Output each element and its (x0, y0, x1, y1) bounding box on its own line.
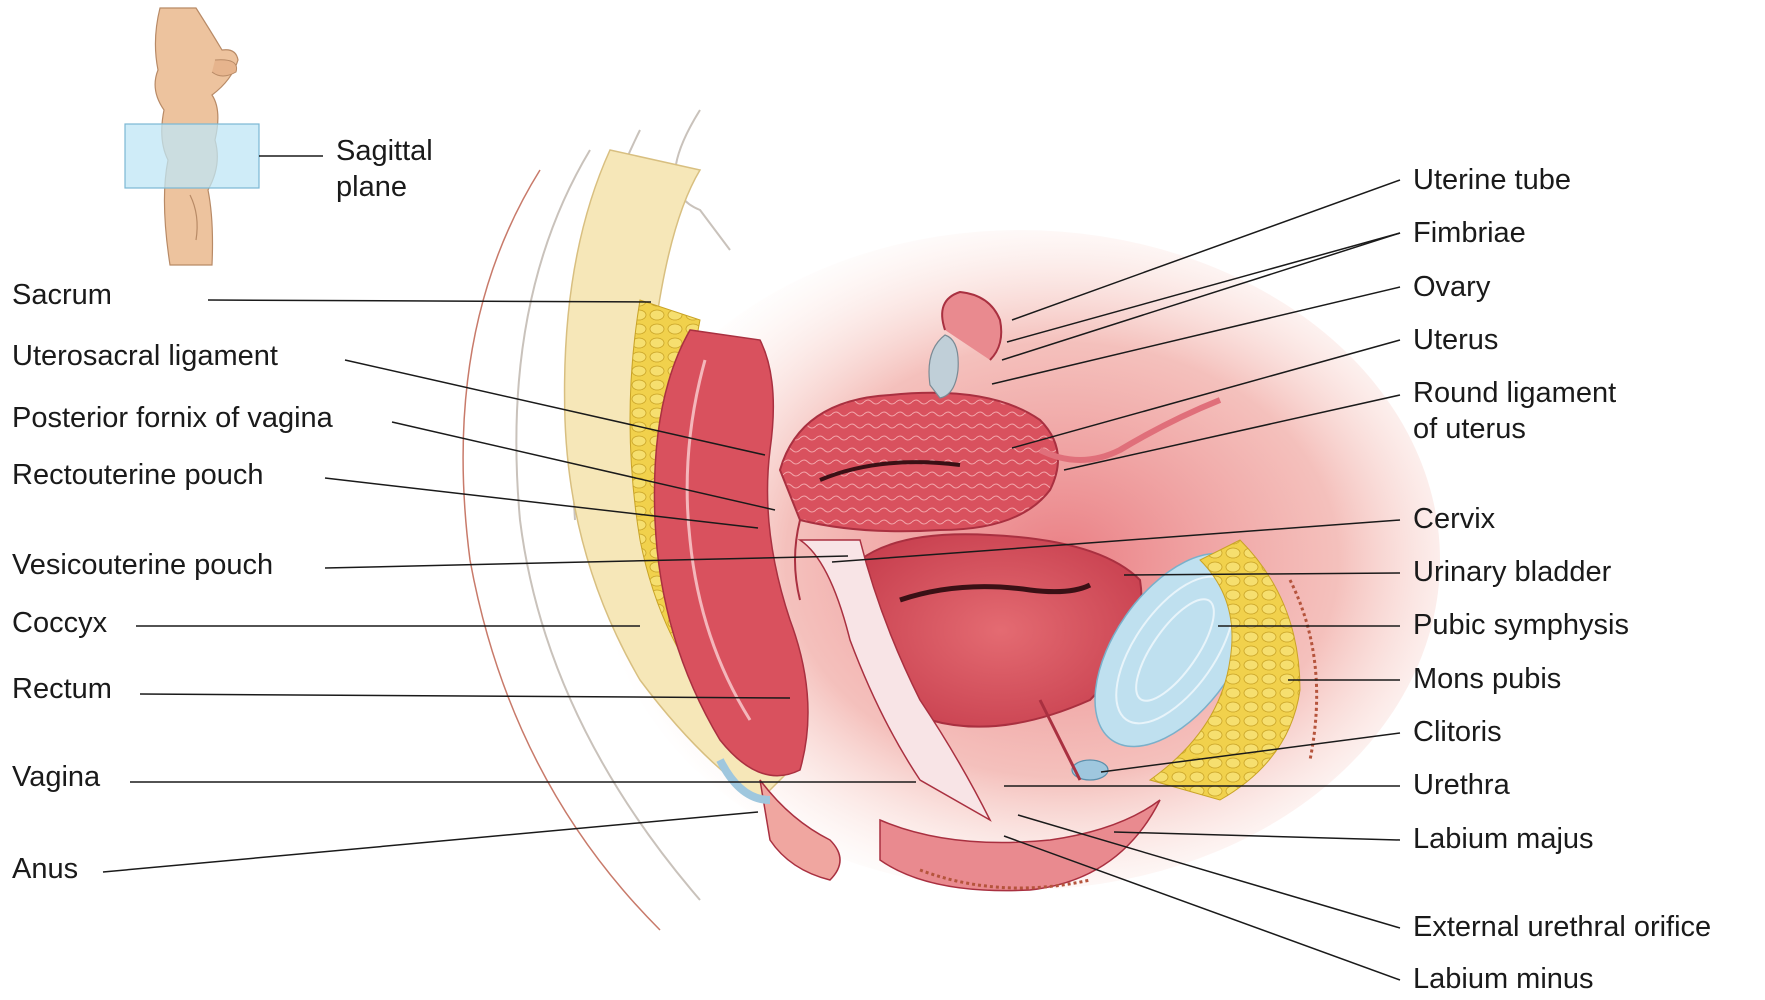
label-posterior-fornix: Posterior fornix of vagina (12, 401, 333, 435)
label-vagina: Vagina (12, 760, 100, 794)
label-rectouterine-pouch: Rectouterine pouch (12, 458, 264, 492)
label-uterosacral-ligament: Uterosacral ligament (12, 339, 278, 373)
label-uterus: Uterus (1413, 323, 1498, 357)
label-round-ligament-line2: of uterus (1413, 412, 1526, 446)
label-mons-pubis: Mons pubis (1413, 662, 1561, 696)
label-coccyx: Coccyx (12, 606, 107, 640)
label-rectum: Rectum (12, 672, 112, 706)
label-pubic-symphysis: Pubic symphysis (1413, 608, 1629, 642)
label-labium-minus: Labium minus (1413, 962, 1594, 996)
label-anus: Anus (12, 852, 78, 886)
label-urethra: Urethra (1413, 768, 1510, 802)
inset-figure (125, 8, 323, 265)
plane-label-line2: plane (336, 170, 407, 204)
label-ovary: Ovary (1413, 270, 1490, 304)
label-sacrum: Sacrum (12, 278, 112, 312)
label-external-urethral-orifice: External urethral orifice (1413, 910, 1711, 944)
label-uterine-tube: Uterine tube (1413, 163, 1571, 197)
label-vesicouterine-pouch: Vesicouterine pouch (12, 548, 273, 582)
leader-anus (103, 812, 758, 872)
label-fimbriae: Fimbriae (1413, 216, 1526, 250)
plane-label-line1: Sagittal (336, 134, 433, 168)
label-urinary-bladder: Urinary bladder (1413, 555, 1611, 589)
label-cervix: Cervix (1413, 502, 1495, 536)
label-labium-majus: Labium majus (1413, 822, 1594, 856)
label-round-ligament: Round ligament (1413, 376, 1616, 410)
anatomy-illustration (463, 110, 1440, 930)
sagittal-plane-box (125, 124, 259, 188)
leader-labium-minus (1004, 836, 1400, 980)
label-clitoris: Clitoris (1413, 715, 1502, 749)
